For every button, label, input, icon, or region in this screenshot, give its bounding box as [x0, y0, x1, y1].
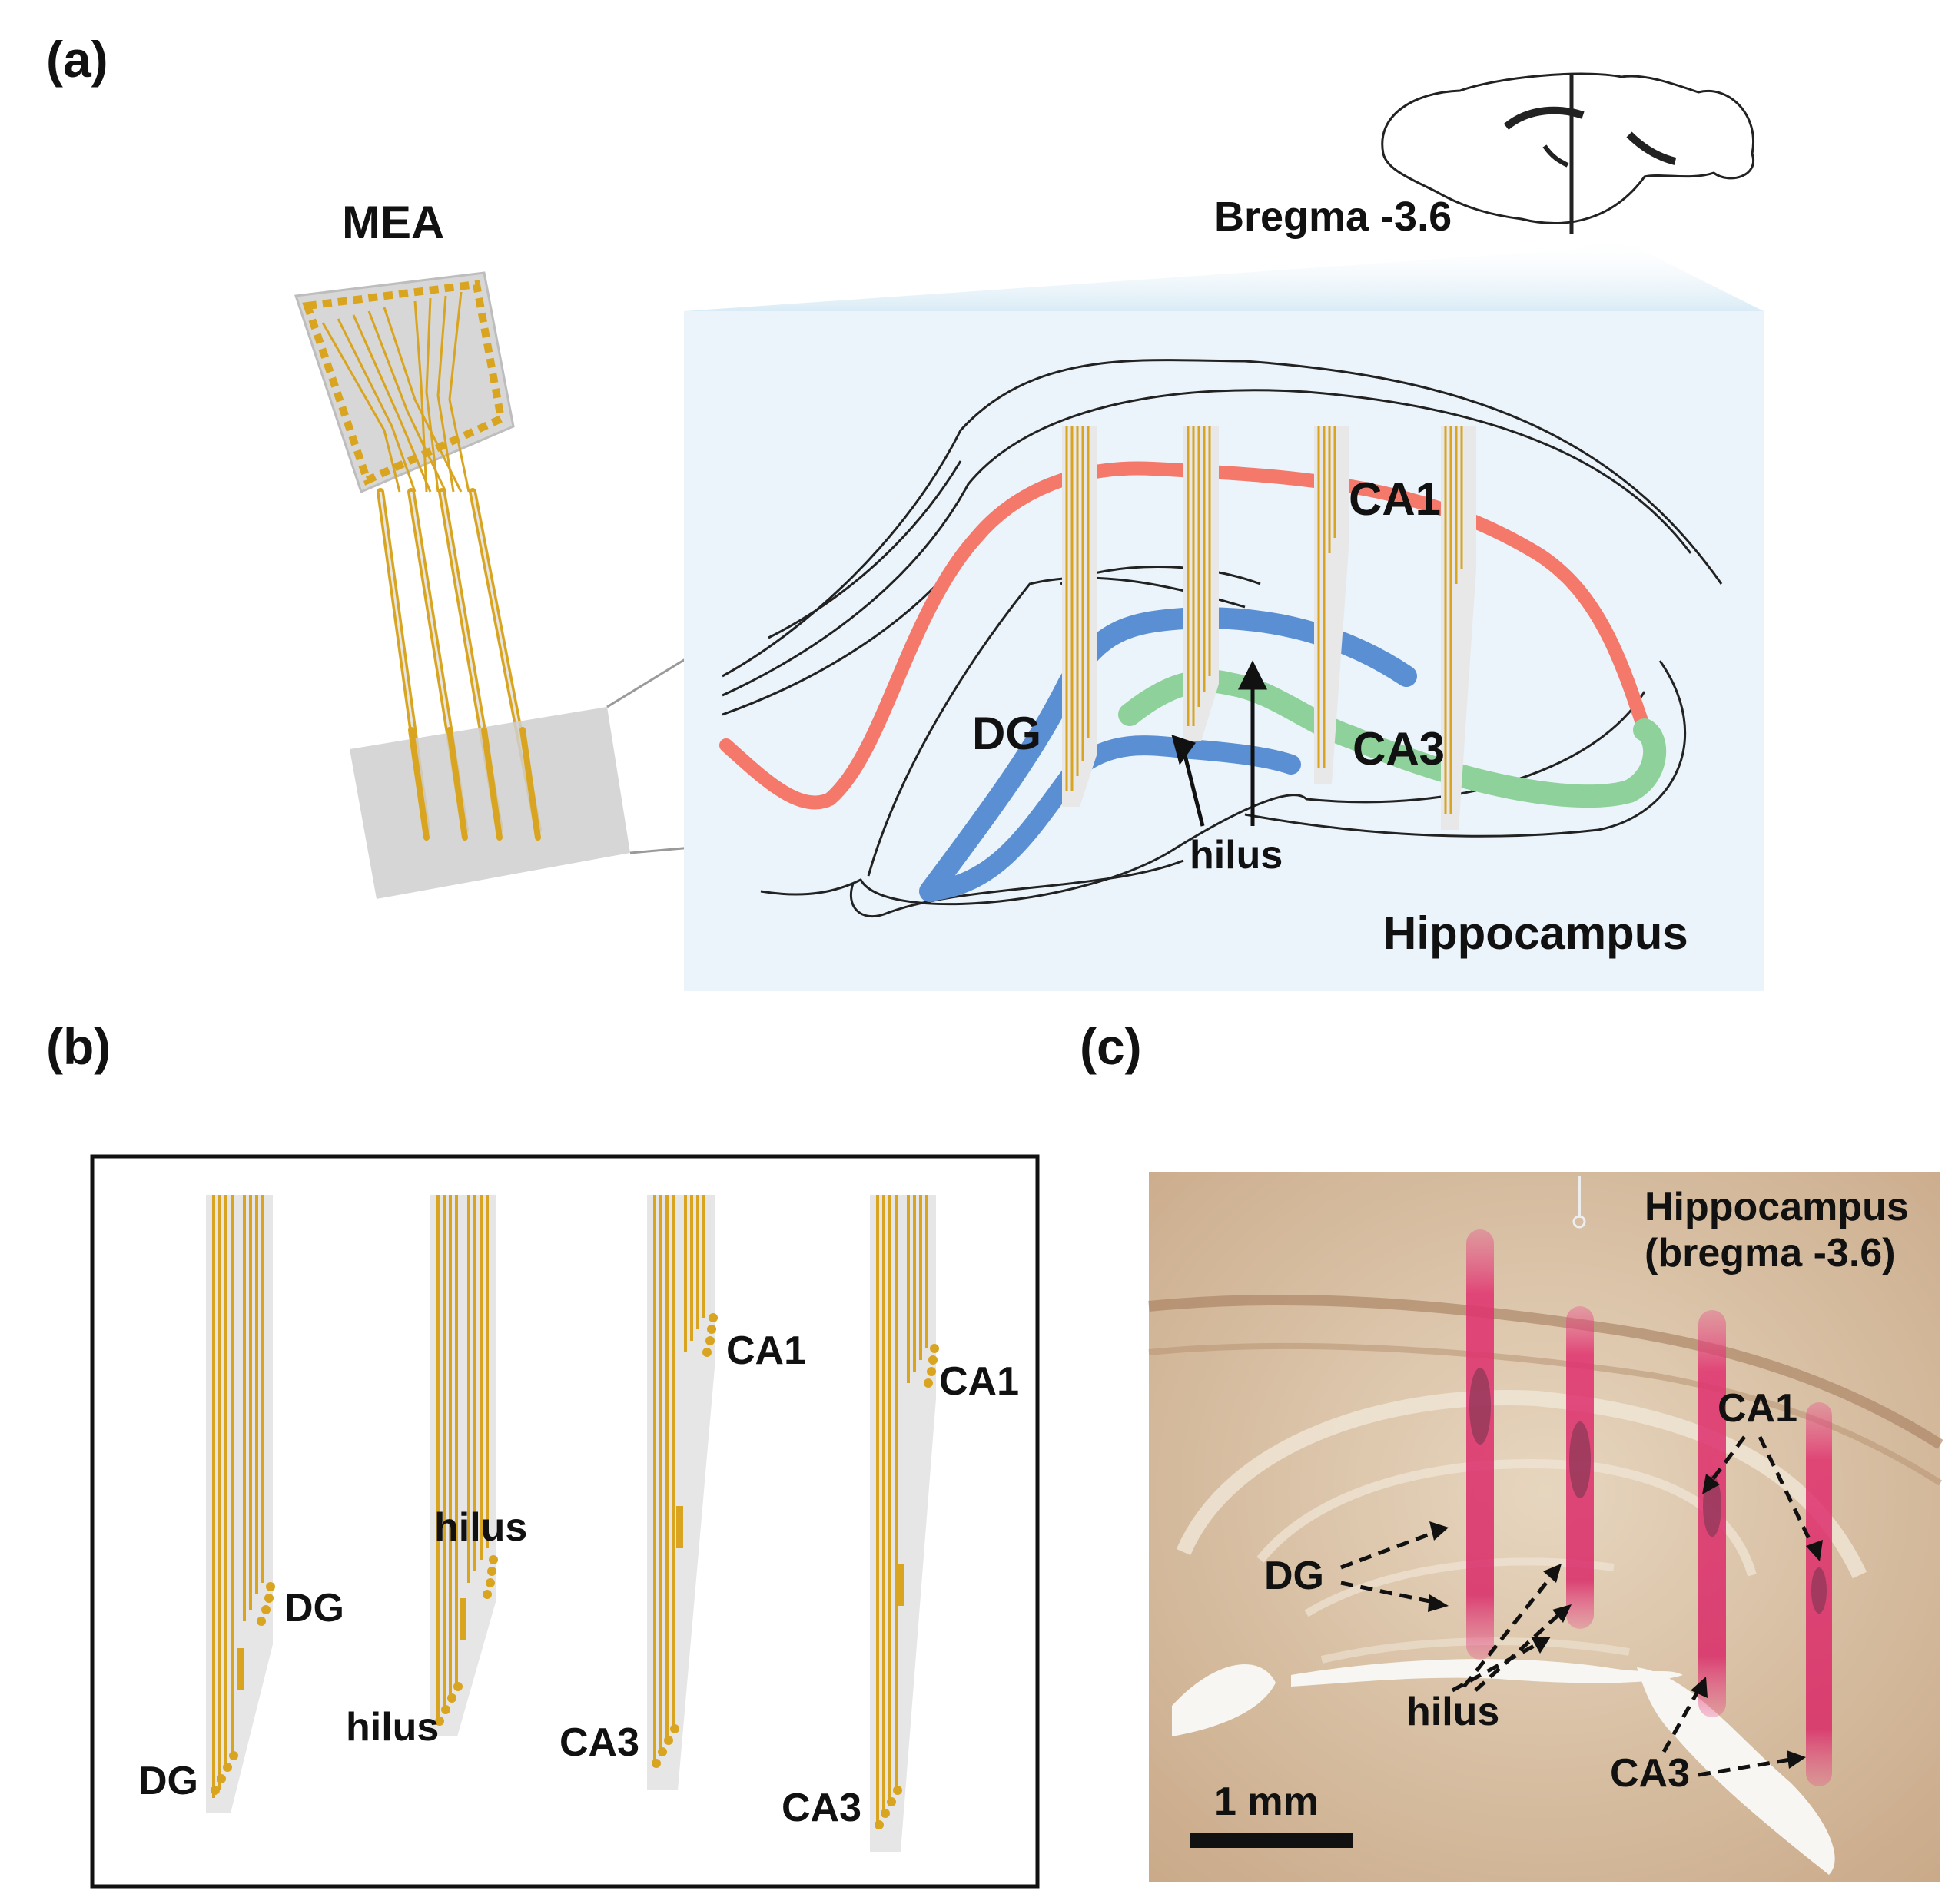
dg-label: DG	[972, 708, 1041, 759]
dg-lower-blade	[920, 735, 1301, 901]
shank3-lower-label: CA3	[559, 1720, 639, 1765]
panel-b-label: (b)	[46, 1018, 111, 1075]
shank3-upper-label: CA1	[726, 1328, 806, 1373]
mea-device: MEA	[294, 197, 542, 834]
shank1-upper-label: DG	[284, 1586, 344, 1630]
inset-shank-1	[1062, 426, 1097, 807]
implant-region-box	[350, 707, 630, 899]
ca1-label: CA1	[1349, 473, 1441, 525]
shank2-upper-label: hilus	[434, 1505, 527, 1550]
brain-sagittal-icon	[1381, 72, 1755, 234]
panel-a: (a) MEA	[46, 31, 1764, 991]
panel-a-label: (a)	[46, 31, 108, 88]
inset-shank-2	[1183, 426, 1219, 741]
layout-shank-ca1-ca3: CA1 CA3	[559, 1195, 806, 1790]
inset-shank-4	[1441, 426, 1476, 830]
histology-image	[1148, 1172, 1943, 1882]
inset-shanks	[1062, 426, 1476, 830]
shank4-upper-label: CA1	[939, 1359, 1019, 1404]
scale-bar-label: 1 mm	[1214, 1780, 1319, 1824]
histology-title-line2: (bregma -3.6)	[1645, 1231, 1896, 1275]
hilus-label: hilus	[1190, 833, 1283, 877]
inset-shank-3	[1314, 426, 1349, 784]
shank1-lower-label: DG	[138, 1759, 198, 1803]
panel-b: (b) DG DG	[46, 1018, 1040, 1889]
histology-dg-label: DG	[1264, 1554, 1324, 1598]
layout-shank-hilus: hilus hilus	[346, 1195, 527, 1750]
hippocampus-label: Hippocampus	[1383, 907, 1688, 959]
panel-c-label: (c)	[1080, 1018, 1142, 1075]
bregma-label: Bregma -3.6	[1214, 194, 1452, 240]
layout-shank-ca1-ca3-2: CA1 CA3	[782, 1195, 1019, 1852]
histology-ca1-label: CA1	[1718, 1386, 1797, 1431]
layout-shank-dg: DG DG	[138, 1195, 344, 1813]
histology-arrows	[1340, 1435, 1816, 1777]
histology-ca3-label: CA3	[1610, 1751, 1690, 1796]
panel-c: (c)	[1080, 1018, 1943, 1882]
ca3-label: CA3	[1353, 723, 1445, 775]
histology-hilus-label: hilus	[1406, 1690, 1499, 1734]
histology-title-line1: Hippocampus	[1645, 1185, 1909, 1229]
section-fan	[684, 234, 1764, 311]
hilus-arrows	[1171, 660, 1268, 827]
histology-arrowheads	[1428, 1474, 1823, 1769]
hippocampus-inset	[684, 311, 1764, 991]
scale-bar: 1 mm	[1190, 1780, 1353, 1848]
mea-label: MEA	[342, 197, 444, 248]
shank2-lower-label: hilus	[346, 1705, 439, 1750]
shank4-lower-label: CA3	[782, 1786, 861, 1830]
dg-upper-blade	[919, 607, 1417, 902]
